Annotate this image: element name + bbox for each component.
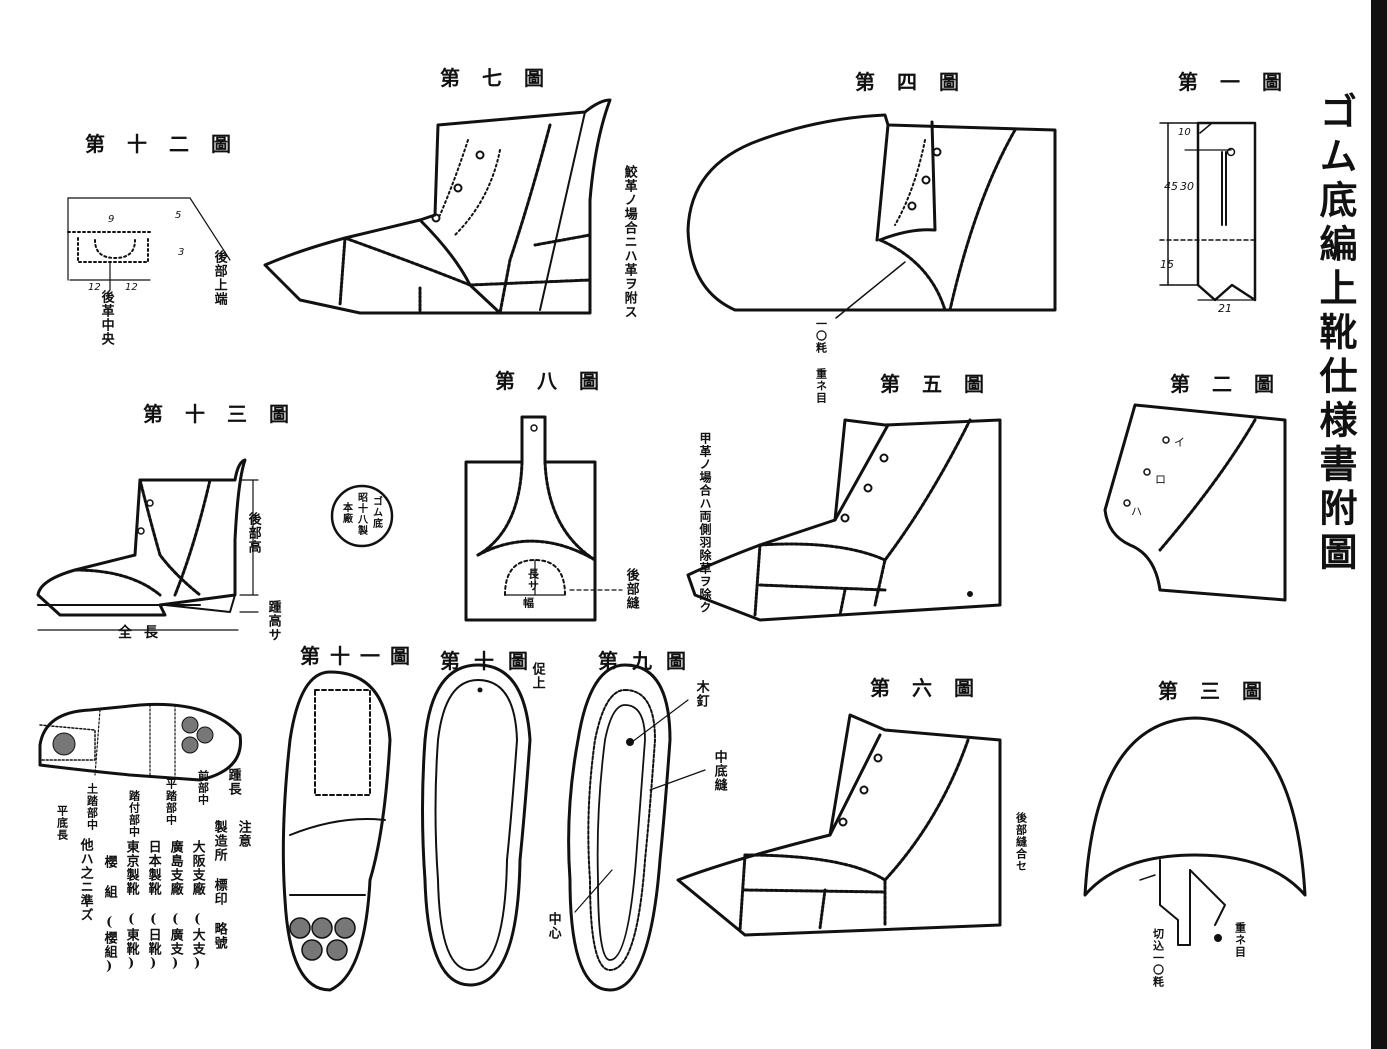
figure-3-toecap-pattern: [1083, 716, 1307, 946]
sole-label-front: 前部中: [196, 770, 210, 806]
document-title: ゴム底編上靴仕様書附圖: [1313, 92, 1358, 576]
figure-8-width: 幅: [521, 597, 535, 609]
figure-7-note: 鮫革ノ場合ニハ革ヲ附ス: [621, 165, 637, 319]
sole-label-arch: 土踏部中: [85, 783, 99, 831]
figure-8-back-piece: [464, 415, 623, 622]
sole-label-flat-tread: 平踏部中: [164, 778, 178, 826]
sole-label-heel-length: 踵長: [225, 768, 241, 796]
notes-col-2: 製造所 標印 略號: [211, 820, 227, 950]
notes-col-6: 東京製靴 (東靴): [123, 840, 139, 972]
figure-11-title: 第十一圖: [300, 644, 420, 668]
figure-7-boot-side: [263, 98, 612, 315]
figure-5-title: 第五圖: [880, 372, 1006, 396]
figure-4-title: 第四圖: [855, 70, 981, 94]
stamp-text-1: ゴム底: [370, 496, 382, 529]
figure-13-total-length: 全長: [118, 625, 170, 641]
figure-6-note: 後部縫合セ: [1014, 812, 1028, 872]
mark-ha: ハ: [1131, 505, 1142, 518]
dim-30: 30: [1180, 180, 1194, 193]
factory-stamp-circle: [330, 484, 394, 548]
mark-i: イ: [1174, 436, 1185, 449]
notes-col-5: 日本製靴 (日靴): [145, 840, 161, 972]
dim-12a: 12: [88, 282, 101, 293]
figure-13-heel-height: 踵高サ: [265, 600, 281, 642]
notes-col-7: 櫻 組 (櫻組): [101, 855, 117, 975]
dim-21: 21: [1218, 302, 1232, 315]
sole-label-tread: 踏付部中: [127, 790, 141, 838]
dim-45: 45: [1164, 180, 1178, 193]
sole-label-flat-length: 平底長: [55, 805, 69, 841]
figure-1-title: 第一圖: [1178, 70, 1304, 94]
figure-3-title: 第三圖: [1158, 679, 1284, 703]
figure-9-center: 中心: [545, 912, 561, 940]
notes-col-3: 大阪支廠 (大支): [189, 840, 205, 972]
dim-5: 5: [175, 210, 181, 221]
stamp-text-2: 昭十八製: [355, 492, 367, 536]
figure-8-length: 長サ: [526, 568, 540, 592]
figure-7-title: 第七圖: [440, 66, 566, 90]
figure-5-upper: [686, 418, 1002, 622]
notes-col-4: 廣島支廠 (廣支): [167, 840, 183, 972]
figure-3-note-overlap: 重ネ目: [1233, 922, 1247, 958]
dim-12b: 12: [125, 282, 138, 293]
figure-12-back-top: 後部上端: [211, 250, 227, 306]
figure-6-title: 第六圖: [870, 676, 996, 700]
figure-12-title: 第十二圖: [85, 132, 253, 156]
figure-13-title: 第十三圖: [143, 402, 311, 426]
stamp-text-3: 本廠: [340, 502, 352, 524]
figure-10-title: 第十圖: [440, 649, 542, 673]
figure-13-complete-boot: [36, 458, 259, 631]
scan-edge: [1371, 0, 1387, 1049]
figure-9-title: 第九圖: [598, 649, 700, 673]
figure-10-insole: [421, 663, 532, 987]
figure-9-stitch: 中底縫: [711, 750, 727, 792]
figure-12-dimension-sketch: 9 12 12 5 3: [67, 197, 231, 293]
figure-11-sole-bottom: [281, 670, 392, 992]
dim-9: 9: [108, 214, 114, 225]
figure-4-note: 一〇粍 重ネ目: [814, 318, 828, 404]
notes-heading: 注意: [235, 820, 251, 848]
figure-1-tongue-pattern: 10 45 30 15 21: [1159, 121, 1257, 315]
figure-3-note-cut: 切込一〇粍: [1151, 928, 1165, 988]
figure-5-note: 甲革ノ場合ハ両側羽除草ヲ除ク: [698, 432, 712, 614]
mark-ro: ロ: [1155, 473, 1166, 486]
figure-2-title: 第二圖: [1170, 372, 1296, 396]
figure-9-insole-stitched: [567, 663, 706, 992]
dim-3: 3: [178, 247, 184, 258]
figure-13-back-height: 後部高: [245, 512, 261, 554]
figure-8-title: 第八圖: [495, 369, 621, 393]
figure-9-nail: 木釘: [693, 680, 709, 708]
figure-12-back-center: 後革中央: [98, 290, 114, 346]
figure-4-upper-toecap: [686, 113, 1057, 319]
dim-15: 15: [1160, 258, 1174, 271]
figure-2-counter-piece: イ ロ ハ: [1103, 403, 1287, 602]
notes-col-8: 他ハ之ニ準ズ: [77, 838, 93, 922]
figure-6-upper: [676, 713, 1002, 937]
figure-10-top: 促上: [529, 662, 545, 690]
figure-8-back-seam: 後部縫: [623, 568, 639, 610]
dim-10: 10: [1178, 127, 1191, 138]
sole-diagram: [38, 702, 242, 782]
